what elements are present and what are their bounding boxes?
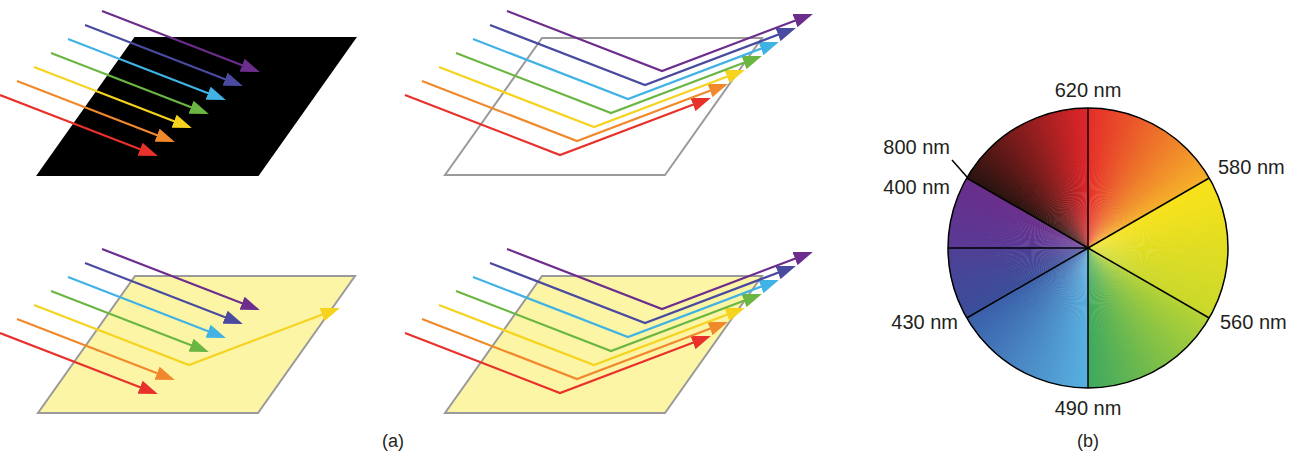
wheel-wedge [1088,243,1228,248]
wavelength-label: 560 nm [1220,311,1287,333]
wavelength-label: 620 nm [1055,79,1122,101]
wavelength-label: 580 nm [1218,156,1285,178]
absorbed-light-ray [102,249,257,309]
wheel-wedge [1076,108,1088,248]
reflected-light-ray [456,53,759,113]
wavelength-label: 800 nm [883,136,950,158]
wheel-wedge [1081,108,1088,248]
reflected-light-ray [507,11,810,71]
surface-panel [0,11,355,175]
sector-divider [967,178,1088,248]
wheel-wedge [1088,248,1105,387]
wheel-wedge [1073,108,1088,248]
wheel-wedge [1088,238,1228,248]
reflected-light-ray [507,249,810,309]
sector-divider [1088,248,1209,318]
reflected-light-ray [439,305,742,365]
wheel-wedge [1088,248,1093,388]
wheel-wedge [949,248,1088,267]
panel-label: (a) [382,432,404,452]
wheel-wedge [1088,229,1227,248]
color-wheel [948,108,1228,388]
leader-line [952,160,967,177]
wavelength-label: 490 nm [1055,397,1122,419]
wheel-wedge [1088,241,1228,248]
wheel-wedge [1088,248,1103,388]
wavelength-label: 430 nm [891,311,958,333]
panel-label: (b) [1077,432,1099,452]
wheel-outline [948,108,1228,388]
wheel-wedge [1088,248,1090,388]
wheel-wedge [1088,236,1228,248]
surface-panel [0,249,355,413]
sector-divider [1087,108,1089,248]
sector-divider [1088,178,1209,248]
reflected-light-ray [422,319,725,379]
sector-divider [1087,248,1089,388]
surface-panel [405,249,810,413]
wheel-wedge [948,248,1088,250]
wheel-wedge [1088,248,1107,387]
wheel-wedge [948,248,1088,260]
reflected-light-ray [422,81,725,141]
sector-divider [967,248,1088,318]
wheel-wedge [1088,248,1100,388]
reflected-light-ray [456,291,759,351]
reflected-light-ray [405,333,708,393]
reflected-light-ray [34,305,337,365]
wheel-wedge [1088,248,1098,388]
sector-divider [948,247,1088,249]
wheel-wedge [1071,109,1088,248]
wheel-wedge [1086,108,1088,248]
reflected-light-ray [473,39,776,99]
reflected-light-ray [490,25,793,85]
wheel-wedge [1083,108,1088,248]
surface-panel [405,11,810,175]
reflected-light-ray [439,67,742,127]
wheel-wedge [948,248,1088,255]
wheel-wedge [1088,248,1095,388]
wheel-wedge [948,248,1088,253]
reflected-light-ray [473,277,776,337]
wheel-wedge [1088,231,1227,248]
wheel-wedge [1069,109,1088,248]
wheel-wedge [948,248,1088,258]
reflected-light-ray [490,263,793,323]
wheel-wedge [1078,108,1088,248]
wheel-wedge [949,248,1088,265]
reflected-light-ray [405,95,708,155]
wavelength-label: 400 nm [883,176,950,198]
absorbed-light-ray [102,11,257,71]
